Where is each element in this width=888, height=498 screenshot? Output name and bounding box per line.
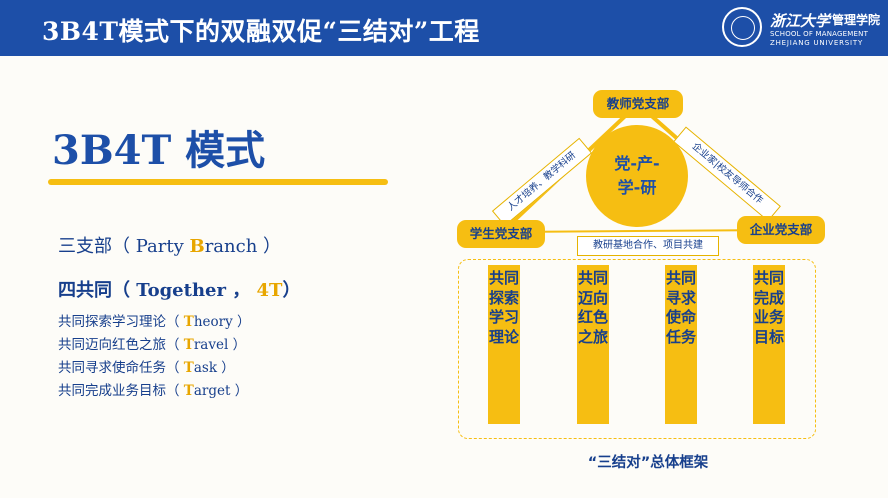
edge-label-bottom: 教研基地合作、项目共建 bbox=[577, 236, 719, 256]
header-title: 3B4T模式下的双融双促“三结对”工程 bbox=[42, 17, 480, 46]
line-three-branches: 三支部（ Party Branch ） bbox=[58, 236, 282, 257]
center-circle bbox=[586, 125, 688, 227]
main-title: 3B4T 模式 bbox=[52, 127, 266, 174]
framework-caption: “三结对”总体框架 bbox=[587, 455, 709, 471]
column-target: 共同完成业务目标 bbox=[753, 265, 785, 424]
line-target: 共同完成业务目标（ Target ） bbox=[58, 383, 249, 399]
logo-script: 浙江大学 bbox=[770, 12, 831, 30]
line-travel: 共同迈向红色之旅（ Travel ） bbox=[58, 337, 247, 353]
logo-school-cn: 管理学院 bbox=[832, 13, 881, 27]
school-logo: 浙江大学 管理学院 SCHOOL OF MANAGEMENT ZHEJIANG … bbox=[718, 5, 883, 51]
title-underline bbox=[48, 179, 388, 185]
logo-school-en: SCHOOL OF MANAGEMENT bbox=[770, 30, 869, 38]
center-label: 党-产-学-研 bbox=[614, 154, 660, 197]
node-enterprise-branch: 企业党支部 bbox=[737, 216, 825, 244]
node-teacher-branch: 教师党支部 bbox=[593, 90, 683, 118]
column-theory: 共同探索学习理论 bbox=[488, 265, 520, 424]
header-bar: 3B4T模式下的双融双促“三结对”工程 浙江大学 管理学院 SCHOOL OF … bbox=[0, 0, 888, 56]
node-student-branch: 学生党支部 bbox=[457, 220, 545, 248]
logo-university-en: ZHEJIANG UNIVERSITY bbox=[770, 39, 864, 47]
column-travel: 共同迈向红色之旅 bbox=[577, 265, 609, 424]
university-seal-icon bbox=[722, 7, 762, 47]
line-task: 共同寻求使命任务（ Task ） bbox=[58, 360, 235, 376]
line-theory: 共同探索学习理论（ Theory ） bbox=[58, 314, 251, 330]
line-four-together: 四共同（ Together ， 4T） bbox=[58, 280, 301, 301]
column-task: 共同寻求使命任务 bbox=[665, 265, 697, 424]
columns-frame bbox=[458, 259, 816, 439]
